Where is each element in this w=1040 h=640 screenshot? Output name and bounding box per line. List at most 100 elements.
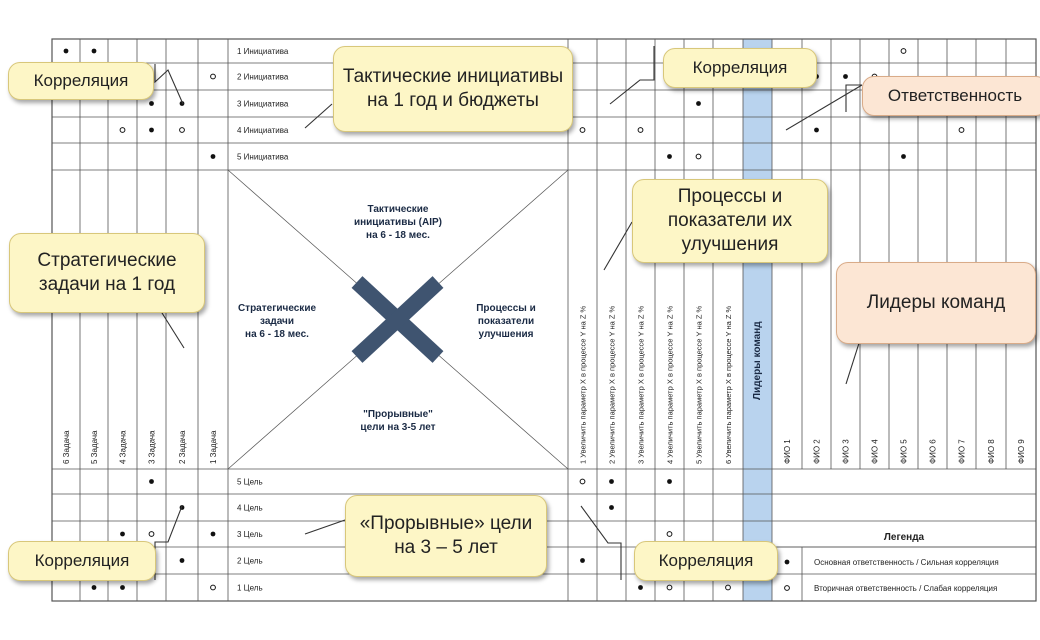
weak-mark — [210, 584, 216, 591]
initiative-label: 5 Инициатива — [237, 153, 289, 162]
person-label: ФИО 8 — [987, 439, 996, 464]
person-label: ФИО 5 — [900, 439, 909, 464]
weak-mark — [695, 153, 702, 160]
strong-mark — [696, 101, 701, 106]
weak-mark — [725, 584, 731, 591]
weak-mark — [579, 478, 586, 485]
pointer-processes — [603, 221, 633, 271]
pointer-responsibility-2 — [785, 84, 863, 131]
quadrant-left-text: на 6 - 18 мес. — [245, 329, 309, 340]
legend-secondary-mark — [784, 585, 790, 591]
strong-mark — [120, 585, 125, 590]
quadrant-bottom-text: "Прорывные" — [363, 409, 433, 420]
pointer-corr-top-right — [609, 46, 655, 105]
person-label: ФИО 6 — [929, 439, 938, 464]
leaders-column-label: Лидеры команд — [752, 321, 763, 400]
quadrant-left-text: Стратегические — [238, 303, 317, 314]
goal-label: 4 Цель — [237, 504, 263, 513]
strong-mark — [580, 558, 585, 563]
pointer-breakthrough — [304, 519, 346, 535]
strong-mark — [210, 531, 216, 537]
weak-mark — [210, 73, 216, 80]
callout-team-leaders: Лидеры команд — [836, 262, 1036, 344]
strong-mark — [91, 585, 97, 590]
initiative-label: 2 Инициатива — [237, 73, 289, 82]
task-label: 1 Задача — [209, 430, 218, 464]
strong-mark — [63, 48, 69, 54]
quadrant-left-text: задачи — [260, 316, 294, 327]
process-label: 5 Увеличить параметр X в процессе Y на Z… — [695, 305, 704, 464]
weak-mark — [579, 127, 586, 133]
callout-correlation-top-left: Корреляция — [8, 62, 154, 100]
quadrant-top-text: Тактические — [368, 204, 429, 215]
callout-tactical-initiatives: Тактические инициативы на 1 год и бюджет… — [333, 46, 573, 132]
callout-correlation-bottom-right: Корреляция — [634, 541, 778, 581]
legend-primary-mark — [784, 559, 790, 565]
weak-mark — [958, 127, 965, 133]
quadrant-right-text: Процессы и — [476, 303, 536, 314]
process-label: 1 Увеличить параметр X в процессе Y на Z… — [579, 305, 588, 464]
callout-correlation-top-right: Корреляция — [663, 48, 817, 88]
task-label: 2 Задача — [178, 430, 187, 464]
callout-processes: Процессы и показатели их улучшения — [632, 179, 828, 263]
initiative-label: 4 Инициатива — [237, 126, 289, 135]
legend-title: Легенда — [884, 532, 925, 543]
goal-label: 2 Цель — [237, 557, 263, 566]
cross-bar-2 — [351, 276, 444, 363]
strong-mark — [91, 48, 97, 54]
strong-mark — [149, 101, 154, 106]
weak-mark — [900, 48, 907, 54]
weak-mark — [637, 127, 644, 133]
person-label: ФИО 7 — [958, 439, 967, 464]
process-label: 4 Увеличить параметр X в процессе Y на Z… — [666, 305, 675, 464]
legend-secondary-text: Вторичная ответственность / Слабая корре… — [814, 584, 997, 593]
quadrant-right-text: показатели — [478, 316, 534, 327]
strong-mark — [609, 505, 614, 510]
callout-correlation-bottom-left: Корреляция — [8, 541, 156, 581]
strong-mark — [667, 479, 672, 484]
strong-mark — [814, 127, 819, 133]
strong-mark — [638, 585, 643, 590]
initiative-label: 1 Инициатива — [237, 47, 289, 56]
pointer-leaders — [845, 339, 861, 385]
task-label: 5 Задача — [90, 430, 99, 464]
callout-responsibility: Ответственность — [862, 76, 1040, 116]
process-label: 2 Увеличить параметр X в процессе Y на Z… — [608, 305, 617, 464]
strong-mark — [901, 154, 906, 159]
quadrant-bottom-text: цели на 3-5 лет — [360, 422, 435, 433]
callout-strategic-tasks: Стратегические задачи на 1 год — [9, 233, 205, 313]
pointer-corr-top-left — [154, 64, 184, 105]
weak-mark — [148, 531, 155, 537]
strong-mark — [149, 127, 154, 133]
strong-mark — [210, 154, 216, 159]
initiative-label: 3 Инициатива — [237, 100, 289, 109]
matrix-border — [51, 38, 1037, 602]
quadrant-top-text: инициативы (AIP) — [354, 217, 442, 228]
pointer-corr-bottom-right — [580, 505, 622, 580]
strong-mark — [179, 558, 185, 563]
leaders-column-highlight — [743, 39, 772, 601]
legend-primary-text: Основная ответственность / Сильная корре… — [814, 558, 999, 567]
task-label: 4 Задача — [119, 430, 128, 464]
quadrant-right-text: улучшения — [479, 329, 534, 340]
strong-mark — [120, 531, 125, 537]
person-label: ФИО 4 — [871, 439, 880, 464]
task-label: 6 Задача — [62, 430, 71, 464]
quadrant-top-text: на 6 - 18 мес. — [366, 230, 430, 241]
process-label: 6 Увеличить параметр X в процессе Y на Z… — [724, 305, 733, 464]
person-label: ФИО 2 — [813, 439, 822, 464]
weak-mark — [666, 531, 673, 537]
callout-breakthrough-goals: «Прорывные» цели на 3 – 5 лет — [345, 495, 547, 577]
person-label: ФИО 1 — [783, 439, 792, 464]
pointer-corr-bottom-left — [154, 505, 183, 580]
task-label: 3 Задача — [148, 430, 157, 464]
pointer-responsibility — [845, 84, 862, 112]
strong-mark — [609, 479, 614, 484]
goal-label: 3 Цель — [237, 530, 263, 539]
person-label: ФИО 3 — [842, 439, 851, 464]
weak-mark — [179, 127, 185, 133]
weak-mark — [119, 127, 126, 133]
process-label: 3 Увеличить параметр X в процессе Y на Z… — [637, 305, 646, 464]
strong-mark — [667, 154, 672, 159]
